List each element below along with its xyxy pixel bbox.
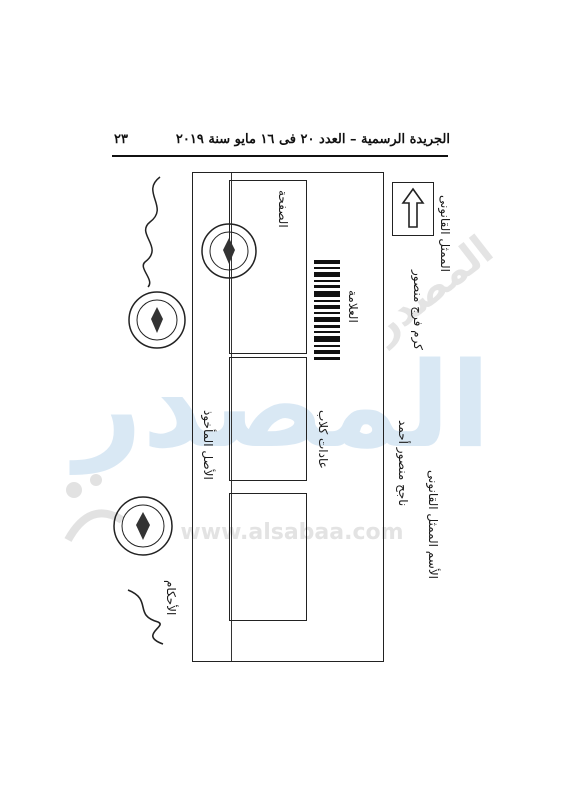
watermark-logo: المصدر (74, 336, 492, 474)
arrow-box (392, 182, 434, 236)
gazette-title: الجريدة الرسمية – العدد ٢٠ فى ١٦ مايو سن… (175, 132, 450, 147)
doc-line-4: ناجح منصور أحمد (396, 420, 410, 507)
seal-stamp-2 (128, 291, 186, 349)
seal-stamp-1 (201, 223, 257, 279)
page-number: ٢٣ (114, 132, 128, 147)
barcode-icon (314, 260, 340, 360)
page-header: الجريدة الرسمية – العدد ٢٠ فى ١٦ مايو سن… (110, 128, 450, 152)
top-box (229, 180, 307, 354)
header-rule (112, 155, 448, 157)
doc-line-5: العلامة (346, 290, 360, 323)
arrow-up-icon (401, 187, 425, 228)
seal-stamp-3 (113, 496, 173, 556)
mark-box-1 (229, 357, 307, 481)
watermark-dots-icon (64, 474, 125, 543)
document-frame (192, 172, 384, 662)
doc-line-8: الأصل المأخوذ (201, 410, 215, 480)
watermark-site: www.alsabaa.com (180, 520, 404, 545)
doc-line-6: عادات كلاب (316, 410, 330, 469)
doc-line-7: الصفحة (276, 190, 290, 228)
doc-line-1: الممثل القانونى (438, 195, 452, 272)
doc-line-3: كرم فرج منصور (411, 270, 425, 350)
doc-line-2: الأسم الممثل القانونى (426, 470, 440, 580)
signature-1 (142, 176, 161, 288)
signature-2 (127, 589, 164, 645)
mark-box-2 (229, 493, 307, 621)
frame-divider (231, 173, 232, 661)
